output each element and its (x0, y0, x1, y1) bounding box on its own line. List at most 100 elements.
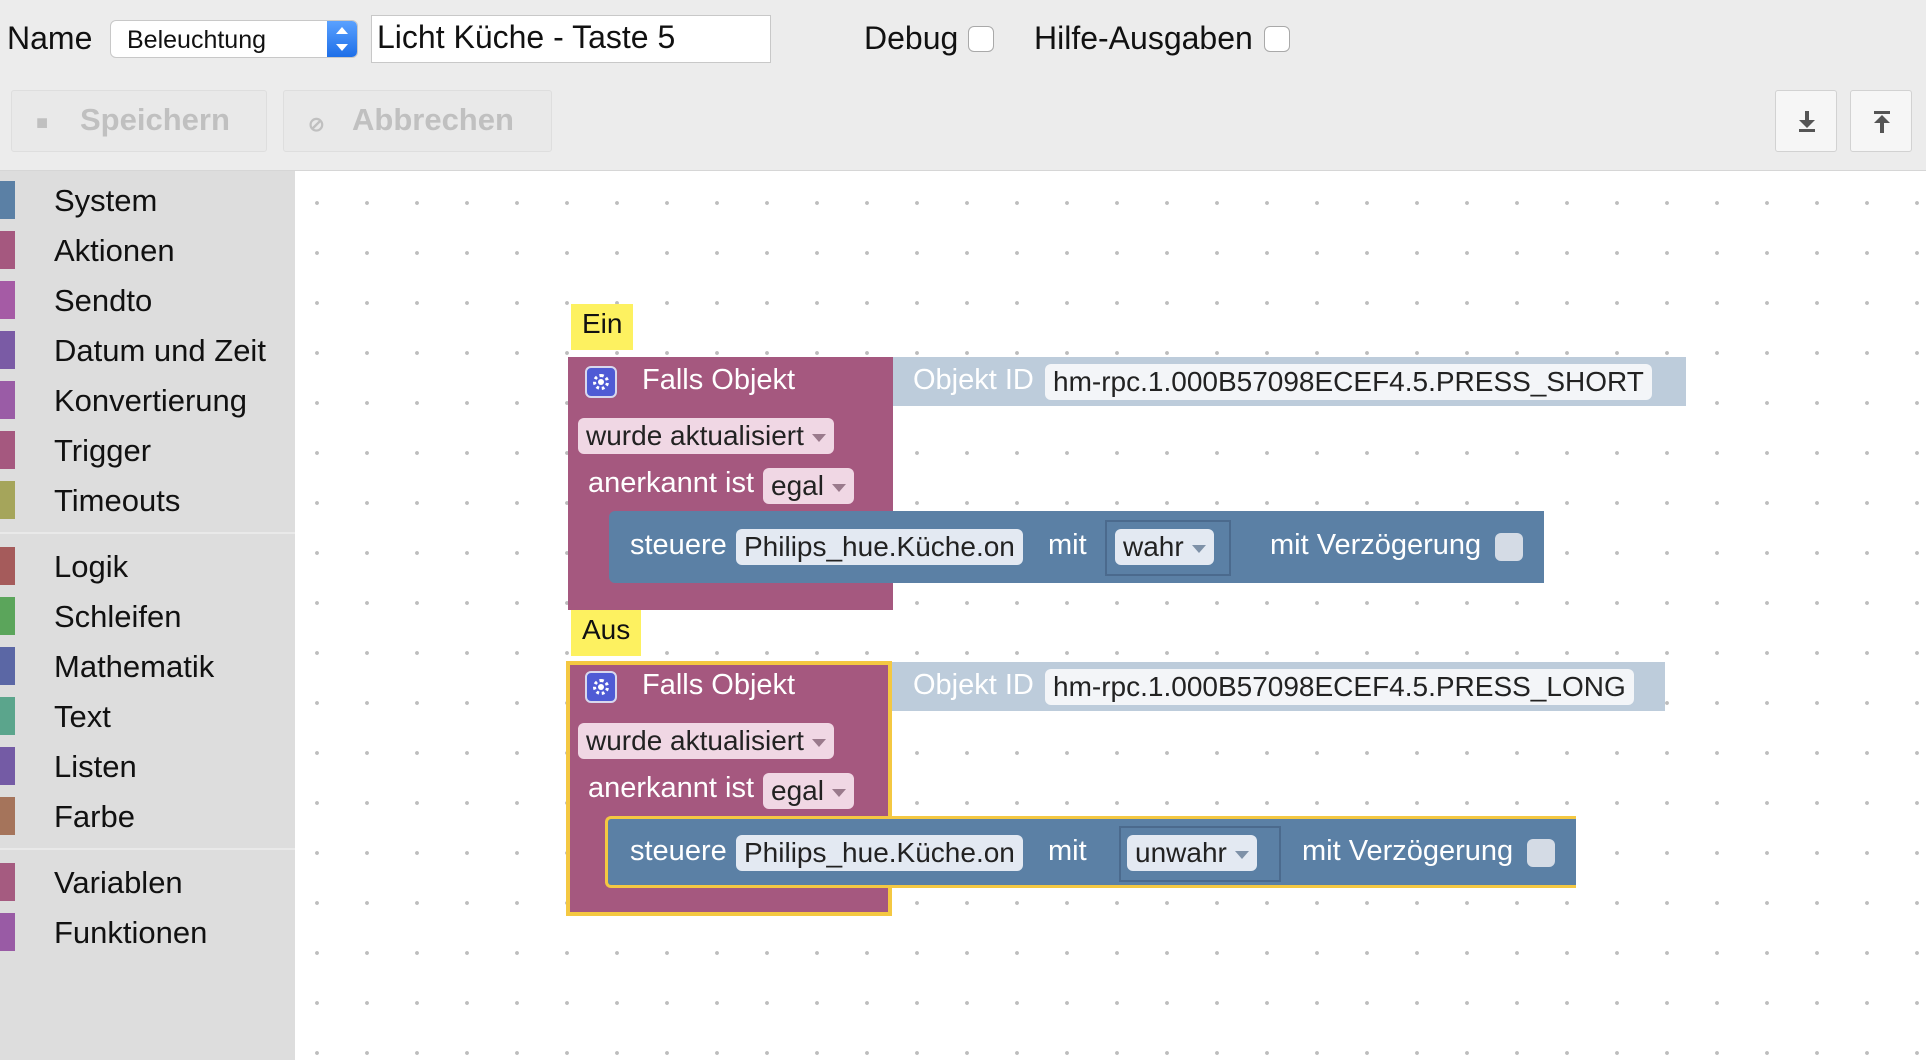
value-dropdown[interactable]: unwahr (1127, 835, 1257, 871)
cancel-icon: ⊘ (308, 114, 325, 136)
comment-tag-aus[interactable]: Aus (571, 610, 642, 656)
comment-tag-ein[interactable]: Ein (571, 304, 634, 350)
save-icon: ■ (36, 112, 49, 134)
category-color-swatch (0, 481, 15, 519)
category-logik[interactable]: Logik (0, 545, 295, 587)
category-color-swatch (0, 863, 15, 901)
trigger-mode-value: wurde aktualisiert (586, 725, 804, 756)
category-label: Sendto (54, 283, 153, 318)
category-label: Farbe (54, 799, 135, 834)
category-color-swatch (0, 797, 15, 835)
category-konvertierung[interactable]: Konvertierung (0, 379, 295, 421)
hilfe-label: Hilfe-Ausgaben (1034, 20, 1253, 56)
category-color-swatch (0, 181, 15, 219)
ack-value: egal (771, 775, 824, 806)
delay-label: mit Verzögerung (1302, 835, 1514, 867)
value-dropdown[interactable]: wahr (1115, 529, 1214, 565)
category-label: Text (54, 699, 111, 734)
category-label: Listen (54, 749, 137, 784)
cancel-button-label: Abbrechen (352, 102, 514, 137)
category-separator (0, 848, 295, 850)
mit-label: mit (1048, 529, 1087, 561)
category-color-swatch (0, 331, 15, 369)
category-label: Trigger (54, 433, 152, 468)
blockly-workspace[interactable]: Ein Objekt ID hm-rpc.1.000B57098ECEF4.5.… (295, 171, 1926, 1060)
category-system[interactable]: System (0, 179, 295, 221)
action-label: steuere (630, 529, 727, 561)
category-aktionen[interactable]: Aktionen (0, 229, 295, 271)
category-color-swatch (0, 231, 15, 269)
category-label: Mathematik (54, 649, 215, 684)
trigger-mode-dropdown[interactable]: wurde aktualisiert (578, 418, 834, 454)
ack-dropdown[interactable]: egal (763, 468, 854, 504)
category-sendto[interactable]: Sendto (0, 279, 295, 321)
block-title: Falls Objekt (642, 364, 796, 396)
workspace-grid (295, 171, 1926, 1060)
category-color-swatch (0, 547, 15, 585)
cancel-button[interactable]: ⊘ Abbrechen (283, 90, 552, 152)
toolbox-sidebar: System Aktionen Sendto Datum und Zeit Ko… (0, 171, 295, 1060)
chevron-down-icon (831, 483, 846, 492)
export-button[interactable] (1775, 90, 1837, 152)
objekt-id-field[interactable]: hm-rpc.1.000B57098ECEF4.5.PRESS_LONG (1045, 669, 1634, 705)
hilfe-checkbox[interactable] (1264, 26, 1290, 52)
select-arrows-icon (327, 21, 357, 57)
name-label: Name (7, 20, 93, 56)
target-object-field[interactable]: Philips_hue.Küche.on (736, 529, 1023, 565)
delay-label: mit Verzögerung (1270, 529, 1482, 561)
chevron-down-icon (1234, 850, 1249, 859)
category-text[interactable]: Text (0, 695, 295, 737)
chevron-down-icon (811, 433, 826, 442)
category-color-swatch (0, 913, 15, 951)
action-label: steuere (630, 835, 727, 867)
trigger-mode-dropdown[interactable]: wurde aktualisiert (578, 723, 834, 759)
category-label: System (54, 183, 158, 218)
import-button[interactable] (1850, 90, 1912, 152)
settings-gear-icon[interactable] (585, 671, 617, 703)
value-dropdown-value: wahr (1123, 531, 1184, 562)
debug-label: Debug (864, 20, 959, 56)
script-name-input[interactable]: Licht Küche - Taste 5 (371, 15, 771, 63)
toolbar: Name Beleuchtung Licht Küche - Taste 5 D… (0, 0, 1926, 171)
block-title: Falls Objekt (642, 669, 796, 701)
folder-select-value: Beleuchtung (127, 26, 267, 54)
download-icon (1799, 111, 1815, 132)
category-label: Schleifen (54, 599, 182, 634)
category-label: Funktionen (54, 915, 208, 950)
category-color-swatch (0, 597, 15, 635)
category-funktionen[interactable]: Funktionen (0, 911, 295, 953)
delay-checkbox[interactable] (1527, 839, 1555, 867)
category-color-swatch (0, 647, 15, 685)
category-label: Aktionen (54, 233, 175, 268)
chevron-down-icon (1191, 544, 1206, 553)
category-label: Datum und Zeit (54, 333, 266, 368)
debug-checkbox[interactable] (968, 26, 994, 52)
category-label: Konvertierung (54, 383, 248, 418)
target-object-field[interactable]: Philips_hue.Küche.on (736, 835, 1023, 871)
objekt-id-field[interactable]: hm-rpc.1.000B57098ECEF4.5.PRESS_SHORT (1045, 364, 1652, 400)
category-datum-und-zeit[interactable]: Datum und Zeit (0, 329, 295, 371)
ack-value: egal (771, 470, 824, 501)
upload-icon (1874, 111, 1890, 133)
save-button[interactable]: ■ Speichern (11, 90, 267, 152)
settings-gear-icon[interactable] (585, 366, 617, 398)
category-schleifen[interactable]: Schleifen (0, 595, 295, 637)
category-color-swatch (0, 431, 15, 469)
category-color-swatch (0, 697, 15, 735)
category-color-swatch (0, 281, 15, 319)
category-variablen[interactable]: Variablen (0, 861, 295, 903)
objekt-id-label: Objekt ID (913, 669, 1034, 701)
ack-label: anerkannt ist (588, 467, 755, 499)
category-farbe[interactable]: Farbe (0, 795, 295, 837)
category-trigger[interactable]: Trigger (0, 429, 295, 471)
category-timeouts[interactable]: Timeouts (0, 479, 295, 521)
trigger-mode-value: wurde aktualisiert (586, 420, 804, 451)
delay-checkbox[interactable] (1495, 533, 1523, 561)
folder-select[interactable]: Beleuchtung (110, 20, 358, 58)
ack-dropdown[interactable]: egal (763, 773, 854, 809)
value-dropdown-value: unwahr (1135, 837, 1227, 868)
category-mathematik[interactable]: Mathematik (0, 645, 295, 687)
objekt-id-label: Objekt ID (913, 364, 1034, 396)
chevron-down-icon (811, 738, 826, 747)
category-listen[interactable]: Listen (0, 745, 295, 787)
